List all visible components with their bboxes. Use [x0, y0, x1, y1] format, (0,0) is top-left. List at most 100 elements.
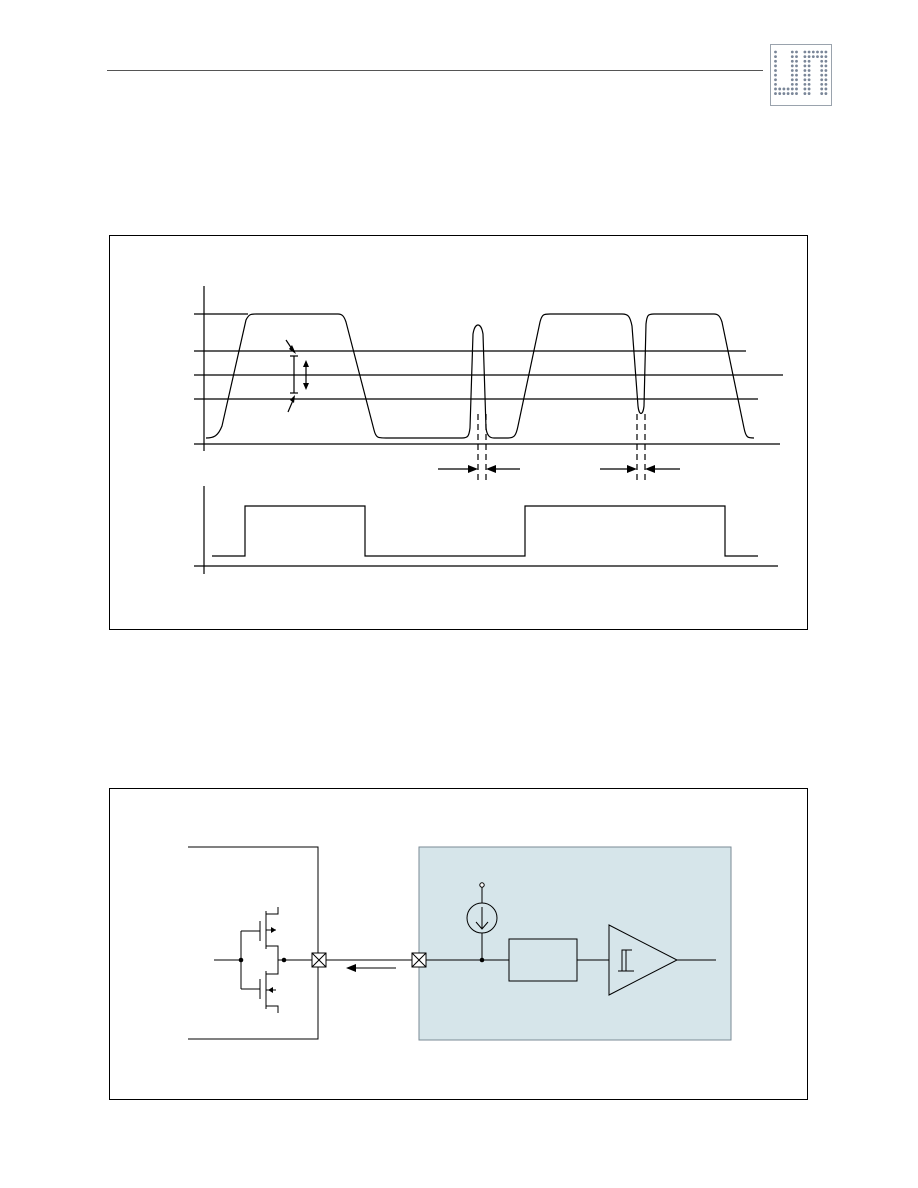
output-pad: [311, 952, 327, 968]
logo-dot: [774, 64, 777, 68]
hysteresis-arrow-up: [303, 360, 309, 367]
logo-dot: [820, 82, 824, 86]
logo-dot: [786, 87, 790, 91]
logo-dot: [824, 82, 828, 86]
logo-dot: [803, 50, 807, 54]
analog-input-waveform: [205, 313, 755, 439]
logo-dot: [790, 73, 794, 77]
cmos-output-stage-outline: [188, 846, 319, 1040]
nmos-drain: [266, 960, 279, 975]
pmos-body-arrow: [271, 927, 276, 933]
logo-dot: [795, 64, 798, 68]
logo-dot: [807, 78, 811, 82]
logo-dot: [807, 92, 811, 95]
supply-terminal: [479, 882, 485, 888]
logo-dot-matrix: [774, 50, 828, 95]
logo-dot: [790, 64, 794, 68]
circuit-diagram: [188, 846, 732, 1041]
logo-dot: [807, 82, 811, 86]
pulse1-arrowhead-left: [468, 465, 478, 473]
logo-dot: [824, 64, 828, 68]
logo-dot: [820, 73, 824, 77]
logo-dot: [811, 50, 815, 54]
logo-dot: [803, 92, 807, 95]
logo-dot: [820, 78, 824, 82]
leader-arrow-top: [289, 345, 296, 354]
circuit-figure-panel: [109, 788, 808, 1100]
logo-dot: [778, 92, 782, 95]
logo-dot: [774, 69, 777, 72]
logo-dot: [774, 73, 777, 77]
pmos-drain: [266, 945, 279, 960]
logo-dot: [816, 50, 819, 54]
logo-dot: [795, 82, 798, 86]
logo-dot: [820, 92, 824, 95]
gate-junction-dot: [238, 957, 244, 963]
input-pad: [411, 952, 427, 968]
pulse1-arrowhead-right: [486, 465, 496, 473]
logo-dot: [786, 92, 790, 95]
logo-dot: [795, 78, 798, 82]
logo-dot: [824, 73, 828, 77]
logo-dot: [774, 92, 777, 95]
current-source-arrow-head: [475, 921, 489, 930]
logo-dot: [795, 69, 798, 72]
logo-dot: [803, 59, 807, 63]
logo-dot: [807, 69, 811, 72]
logo-dot: [824, 87, 828, 91]
filter-block: [508, 938, 578, 982]
logo-dot: [803, 78, 807, 82]
header-rule: [107, 70, 763, 71]
direction-arrowhead: [346, 964, 356, 972]
logo-dot: [803, 69, 807, 72]
hysteresis-arrow-down: [303, 383, 309, 390]
pulse2-arrowhead-left: [627, 465, 637, 473]
logo-dot: [811, 55, 815, 59]
logo-dot: [820, 55, 824, 59]
logo-dot: [782, 92, 786, 95]
logo-dot: [824, 59, 828, 63]
logo-dot: [782, 87, 786, 91]
waveform-diagram: [194, 286, 783, 574]
logo-dot: [820, 64, 824, 68]
logo-dot: [795, 50, 798, 54]
leader-arrow-bottom: [290, 395, 295, 403]
logo-dot: [790, 50, 794, 54]
logo-dot: [795, 59, 798, 63]
logo-dot: [820, 50, 824, 54]
pulse2-arrowhead-right: [645, 465, 655, 473]
nmos-body-arrow: [268, 987, 273, 993]
logo-dot: [803, 73, 807, 77]
logo-dot: [778, 87, 782, 91]
logo-dot: [824, 92, 828, 95]
nmos-source: [266, 1005, 279, 1013]
company-logo: [770, 44, 832, 106]
pmos-source: [266, 907, 279, 915]
logo-dot: [803, 87, 807, 91]
logo-dot: [774, 82, 777, 86]
logo-dot: [824, 69, 828, 72]
logo-dot: [795, 55, 798, 59]
waveform-figure-panel: [109, 235, 808, 630]
logo-dot: [807, 87, 811, 91]
logo-dot: [807, 64, 811, 68]
logo-dot: [790, 92, 794, 95]
logo-dot: [774, 55, 777, 59]
schmitt-trigger-buffer: [608, 924, 679, 996]
logo-dot: [774, 87, 777, 91]
logo-dot: [795, 87, 798, 91]
logo-dot: [790, 55, 794, 59]
logo-dot: [824, 78, 828, 82]
logo-dot: [790, 59, 794, 63]
logo-dot: [795, 73, 798, 77]
logo-dot: [807, 50, 811, 54]
schmitt-trigger-icon: [618, 949, 634, 972]
logo-dot: [774, 50, 777, 54]
logo-dot: [820, 69, 824, 72]
logo-dot: [790, 78, 794, 82]
logo-dot: [820, 87, 824, 91]
logo-dot: [807, 59, 811, 63]
logo-dot: [820, 59, 824, 63]
digital-output-pulse: [212, 505, 758, 557]
logo-dot: [790, 82, 794, 86]
